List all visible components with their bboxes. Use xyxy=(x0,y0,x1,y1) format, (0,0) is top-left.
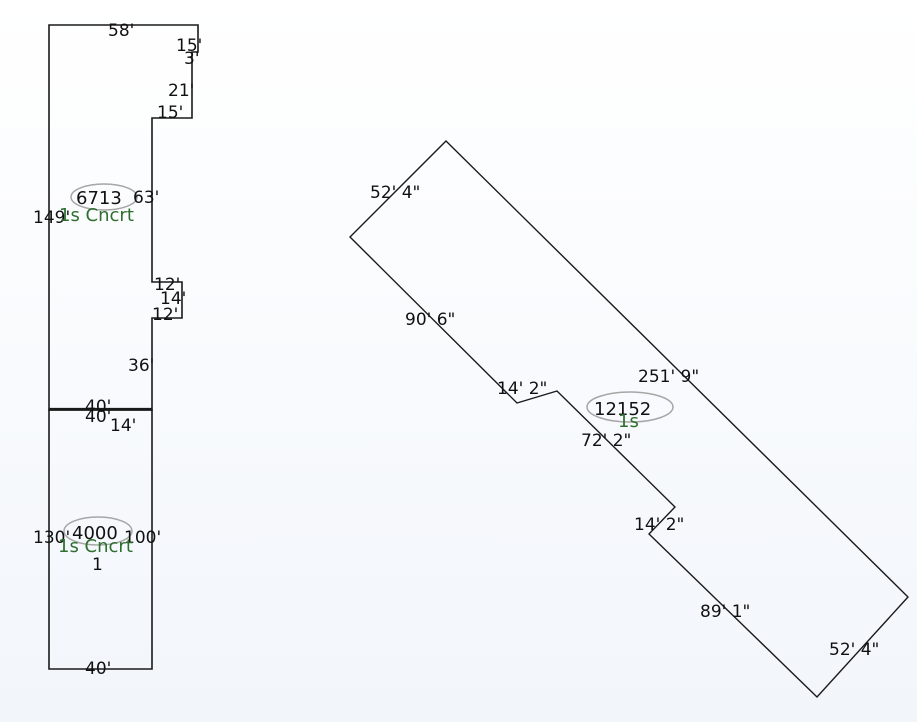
upper-area-ellipse xyxy=(70,183,138,211)
right-area-ellipse xyxy=(586,391,674,423)
dim-label: 12' xyxy=(154,275,180,295)
area-value: 6713 xyxy=(76,188,122,209)
dim-label: 63' xyxy=(133,188,159,208)
lower-area-ellipse xyxy=(63,516,133,546)
dim-label: 3' xyxy=(184,49,200,69)
dim-label: 90' 6" xyxy=(405,310,455,330)
dim-label: 130' xyxy=(33,528,70,548)
dim-label: 100' xyxy=(124,528,161,548)
dim-label: 14' xyxy=(110,416,136,436)
dim-label: 40' xyxy=(85,397,111,417)
dim-label: 52' 4" xyxy=(370,183,420,203)
dim-label: 72' 2" xyxy=(581,431,631,451)
left-building-sketch: 58' 15' 3' 21' 15' 63' 12' 14' 12' 36' 1… xyxy=(33,21,202,679)
area-value: 4000 xyxy=(72,523,118,544)
construction-code: 1s xyxy=(618,411,639,432)
section-number: 1 xyxy=(92,555,103,575)
dim-label: 40' xyxy=(85,407,111,427)
dim-label: 149' xyxy=(33,208,70,228)
right-building-outline xyxy=(349,140,909,699)
area-value: 12152 xyxy=(594,399,651,420)
dim-label: 40' xyxy=(85,659,111,679)
dim-label: 89' 1" xyxy=(700,602,750,622)
dim-label: 36' xyxy=(128,356,154,376)
dim-label: 15' xyxy=(176,36,202,56)
dim-label: 52' 4" xyxy=(829,640,879,660)
dim-label: 14' 2" xyxy=(497,379,547,399)
construction-code: 1s Cncrt xyxy=(58,536,133,557)
dim-label: 14' 2" xyxy=(634,515,684,535)
dim-label: 58' xyxy=(108,21,134,41)
dim-label: 12' xyxy=(152,305,178,325)
dim-label: 251' 9" xyxy=(638,367,699,387)
dim-label: 15' xyxy=(157,103,183,123)
right-building-sketch: 52' 4" 90' 6" 14' 2" 251' 9" 72' 2" 14' … xyxy=(349,140,909,699)
construction-code: 1s Cncrt xyxy=(59,205,134,226)
dim-label: 14' xyxy=(160,289,186,309)
dim-label: 21' xyxy=(168,81,194,101)
